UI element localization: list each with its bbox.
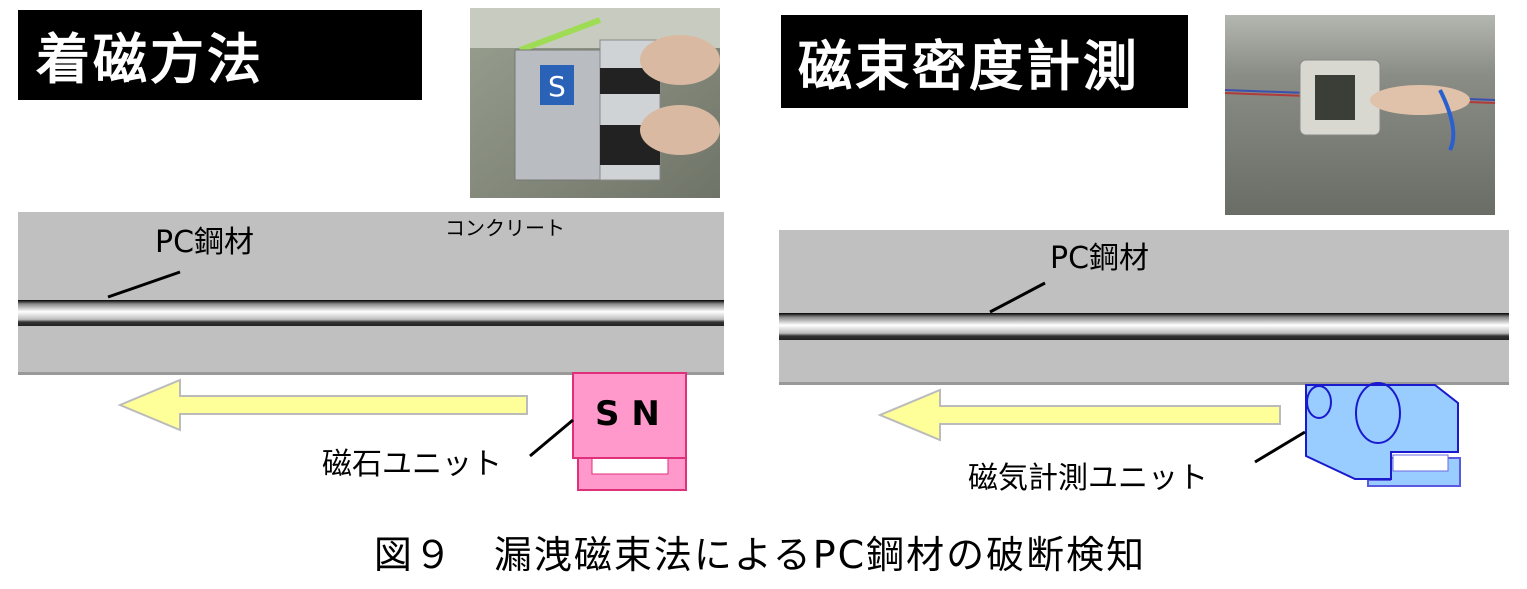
steel-leader-line: [107, 270, 181, 299]
magnet-leader-line: [529, 418, 574, 458]
concrete-beam: [779, 230, 1509, 385]
movement-arrow: [877, 388, 1281, 442]
title-box: [18, 10, 422, 100]
title-box: [781, 15, 1188, 108]
pc-steel-strand: [779, 313, 1509, 340]
photo-sign: S: [548, 70, 566, 103]
sensor-unit-label: 磁気計測ユニット: [968, 461, 1208, 496]
magnet-unit-label: 磁石ユニット: [322, 447, 502, 482]
magnet-poles: S N: [595, 394, 660, 434]
measurement-photo: [1224, 15, 1496, 215]
panel-title: 磁束密度計測: [798, 35, 1140, 98]
magnet-unit: S N: [572, 372, 687, 491]
movement-arrow: [117, 378, 528, 432]
magnetization-photo: S: [470, 8, 720, 198]
panel-title: 着磁方法: [35, 28, 264, 91]
figure-caption: 図９ 漏洩磁束法によるPC鋼材の破断検知: [374, 533, 1146, 577]
steel-label: PC鋼材: [1050, 241, 1149, 276]
steel-leader-line: [989, 281, 1046, 314]
concrete-beam: [18, 212, 724, 375]
steel-label: PC鋼材: [155, 225, 254, 260]
left-panel-magnetization: 着磁方法 S PC鋼材 コンクリート S N 磁石ユニット: [18, 8, 724, 491]
magnetic-sensor-unit: [1305, 382, 1461, 487]
sensor-leader-line: [1254, 430, 1306, 464]
concrete-label: コンクリート: [445, 216, 565, 240]
right-panel-flux-measurement: 磁束密度計測 PC鋼材 磁気計測ユニット: [779, 15, 1509, 496]
pc-steel-strand: [18, 300, 724, 326]
